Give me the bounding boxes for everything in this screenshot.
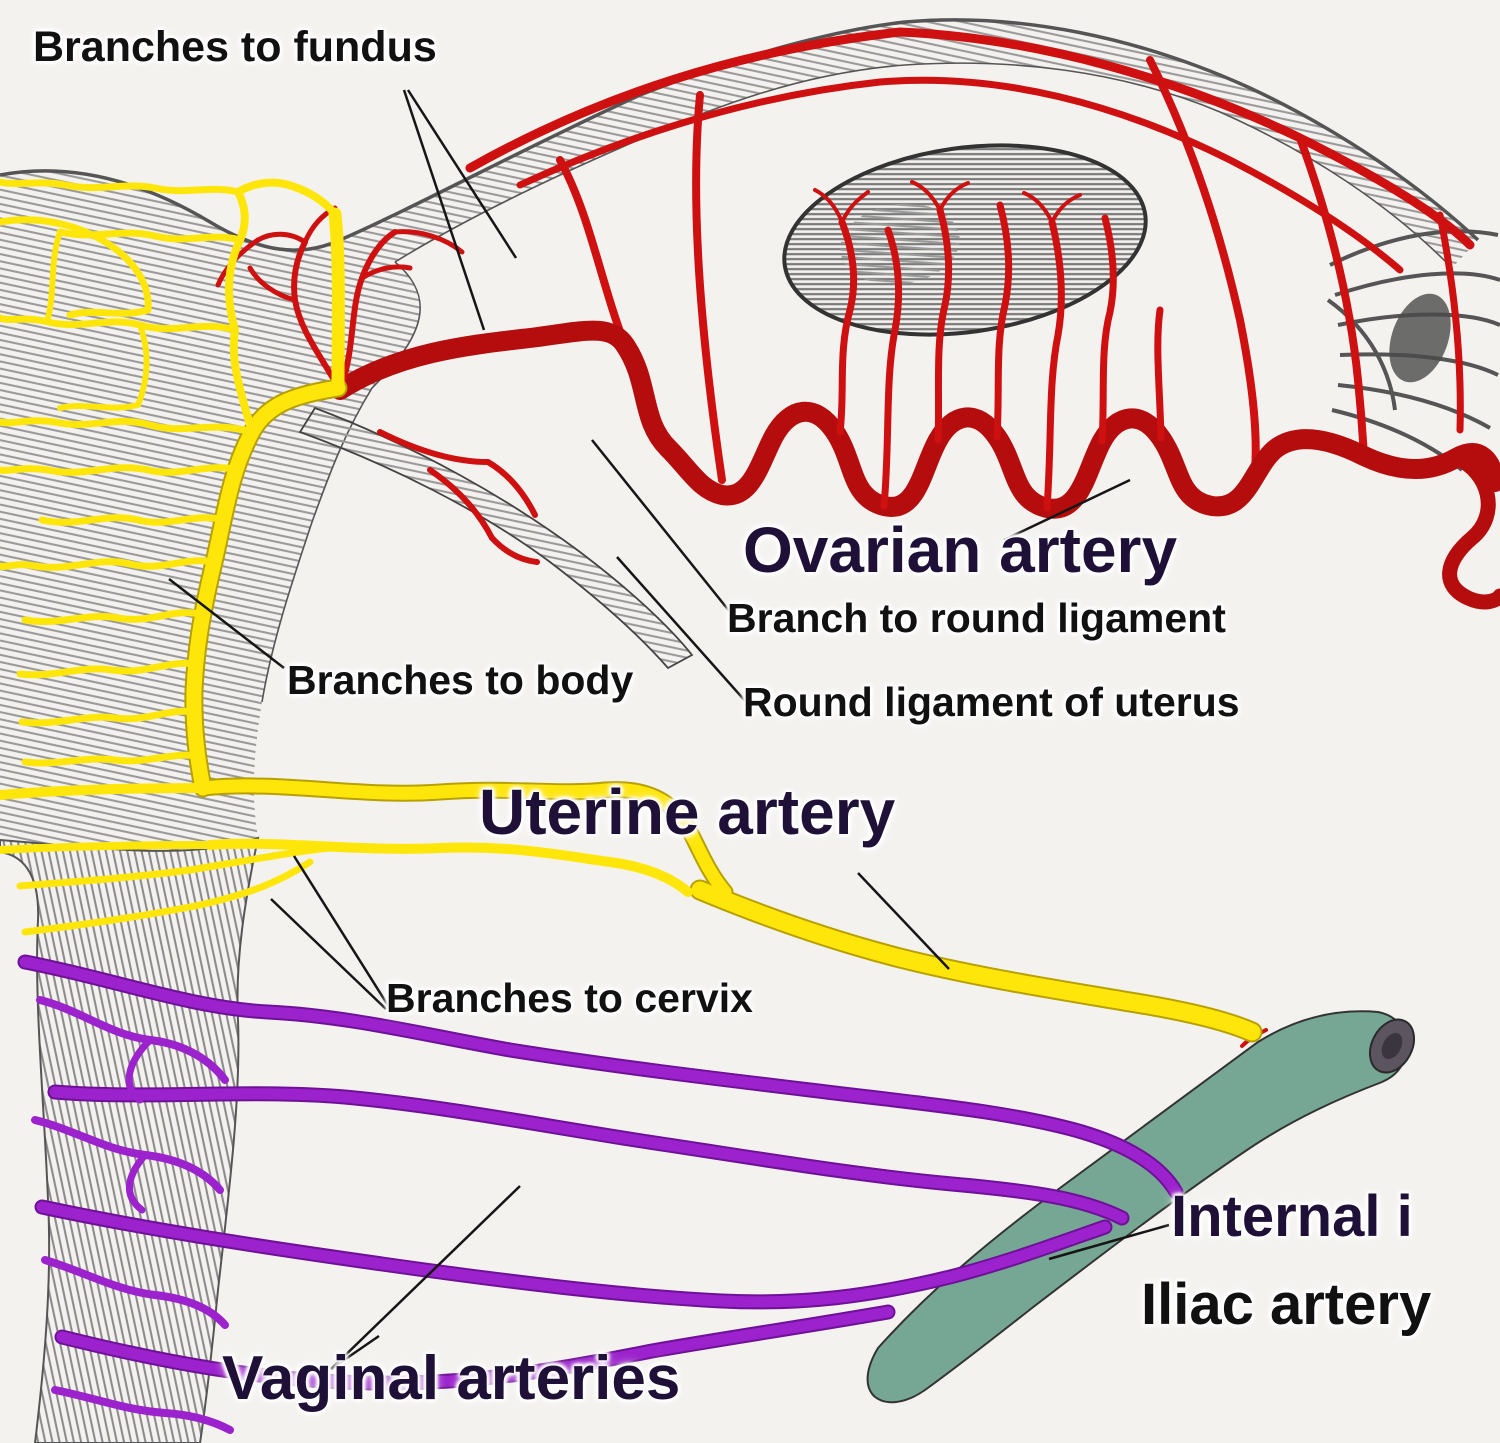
label-branch-to-round-ligament: Branch to round ligament (727, 595, 1226, 641)
label-branches-to-cervix: Branches to cervix (386, 975, 753, 1021)
leader-round-ligament (616, 556, 748, 704)
leader-branches-to-fundus-1 (406, 89, 518, 259)
leader-vaginal-arteries-2 (330, 1334, 380, 1371)
leader-uterine-artery (857, 872, 950, 970)
label-round-ligament-of-uterus: Round ligament of uterus (743, 679, 1240, 725)
label-branches-to-fundus: Branches to fundus (33, 23, 437, 71)
vaginal-arteries-vessels (17, 954, 1184, 1434)
leader-branches-to-fundus-2 (402, 89, 486, 331)
leader-lines (168, 89, 1170, 1371)
label-iliac-artery: Iliac artery (1141, 1272, 1432, 1337)
label-vaginal-arteries: Vaginal arteries (222, 1344, 681, 1413)
label-internal: Internal i (1171, 1184, 1413, 1249)
label-ovarian-artery: Ovarian artery (743, 514, 1178, 586)
leader-branch-to-round-ligament (591, 439, 731, 613)
leader-ovarian-artery (1003, 478, 1131, 542)
ovarian-artery-vessels (215, 27, 1500, 1048)
round-ligament (298, 406, 694, 670)
leader-branches-to-cervix-2 (270, 898, 387, 1010)
leader-branches-to-cervix-1 (292, 855, 391, 1008)
internal-iliac-artery-vessel (866, 1010, 1416, 1404)
leader-vaginal-arteries-1 (330, 1185, 521, 1370)
ovary (782, 143, 1148, 337)
label-branches-to-body: Branches to body (287, 657, 634, 703)
leader-branches-to-body (168, 578, 285, 669)
uterine-artery-vessels (0, 178, 1263, 1043)
label-uterine-artery: Uterine artery (479, 776, 896, 848)
leader-internal-iliac (1048, 1223, 1170, 1261)
